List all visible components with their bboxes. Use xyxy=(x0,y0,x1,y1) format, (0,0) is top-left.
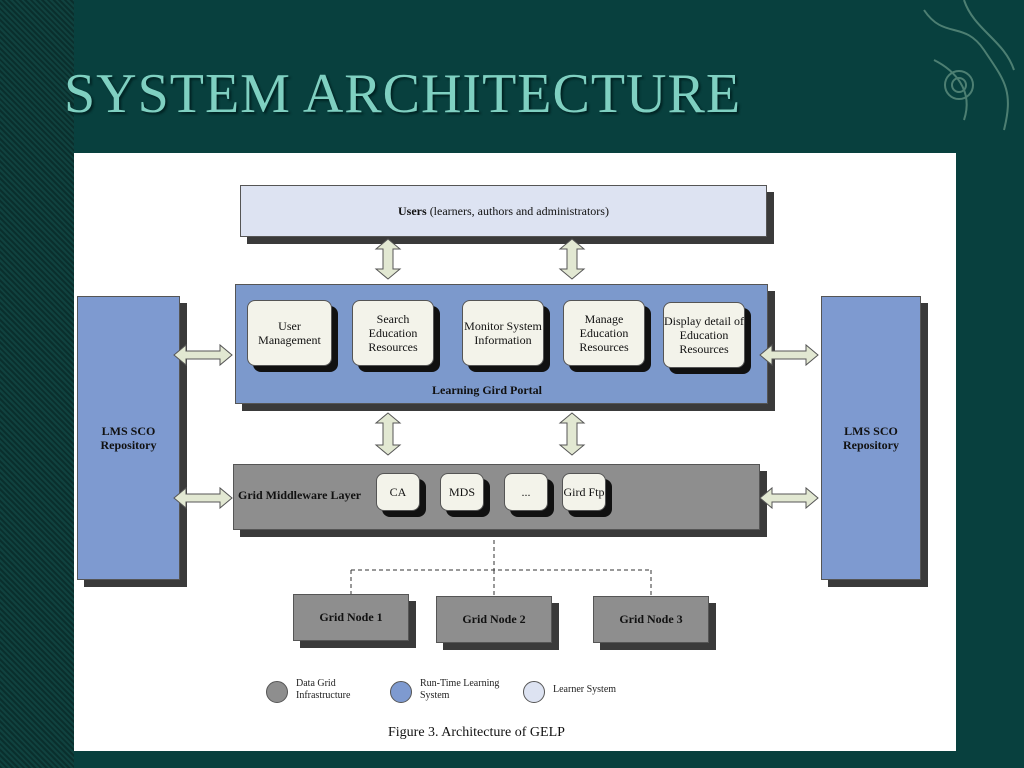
legend-label-data-grid: Data Grid Infrastructure xyxy=(296,678,351,701)
double-arrow-icon xyxy=(759,343,819,367)
double-arrow-icon xyxy=(173,486,233,510)
users-label: Users xyxy=(398,203,427,218)
grid-node-3: Grid Node 3 xyxy=(593,596,709,643)
portal-title: Learning Gird Portal xyxy=(432,383,542,397)
middleware-module-ellipsis: ... xyxy=(504,473,548,511)
figure-caption: Figure 3. Architecture of GELP xyxy=(388,725,565,740)
legend-dot-runtime xyxy=(390,681,412,703)
middleware-module-ca: CA xyxy=(376,473,420,511)
double-arrow-icon xyxy=(374,412,402,456)
legend-dot-learner xyxy=(523,681,545,703)
grid-node-1: Grid Node 1 xyxy=(293,594,409,641)
legend-dot-data-grid xyxy=(266,681,288,703)
legend-label-learner: Learner System xyxy=(553,684,617,695)
double-arrow-icon xyxy=(558,238,586,280)
lms-right-label: LMS SCO Repository xyxy=(843,424,899,452)
grid-middleware-layer xyxy=(233,464,760,530)
double-arrow-icon xyxy=(759,486,819,510)
legend-label-runtime: Run-Time Learning System xyxy=(420,678,500,701)
lms-left-label: LMS SCO Repository xyxy=(100,424,157,452)
double-arrow-icon xyxy=(374,238,402,280)
lms-repository-left: LMS SCO Repository xyxy=(77,296,180,580)
double-arrow-icon xyxy=(558,412,586,456)
lms-repository-right: LMS SCO Repository xyxy=(821,296,921,580)
portal-module-monitor: Monitor System Information xyxy=(462,300,544,366)
double-arrow-icon xyxy=(173,343,233,367)
middleware-module-gird-ftp: Gird Ftp xyxy=(562,473,606,511)
portal-module-user-management: User Management xyxy=(247,300,332,366)
floral-ornament-icon xyxy=(923,0,1015,131)
portal-module-search: Search Education Resources xyxy=(352,300,434,366)
users-bar: Users (learners, authors and administrat… xyxy=(240,185,767,237)
middleware-title: Grid Middleware Layer xyxy=(238,488,362,502)
middleware-module-mds: MDS xyxy=(440,473,484,511)
users-description: (learners, authors and administrators) xyxy=(429,203,609,218)
slide-title: SYSTEM ARCHITECTURE xyxy=(64,63,742,125)
portal-module-display: Display detail of Education Resources xyxy=(663,302,745,368)
left-decorative-strip xyxy=(0,0,74,768)
figure-panel: Users (learners, authors and administrat… xyxy=(74,153,956,751)
grid-node-2: Grid Node 2 xyxy=(436,596,552,643)
portal-module-manage: Manage Education Resources xyxy=(563,300,645,366)
